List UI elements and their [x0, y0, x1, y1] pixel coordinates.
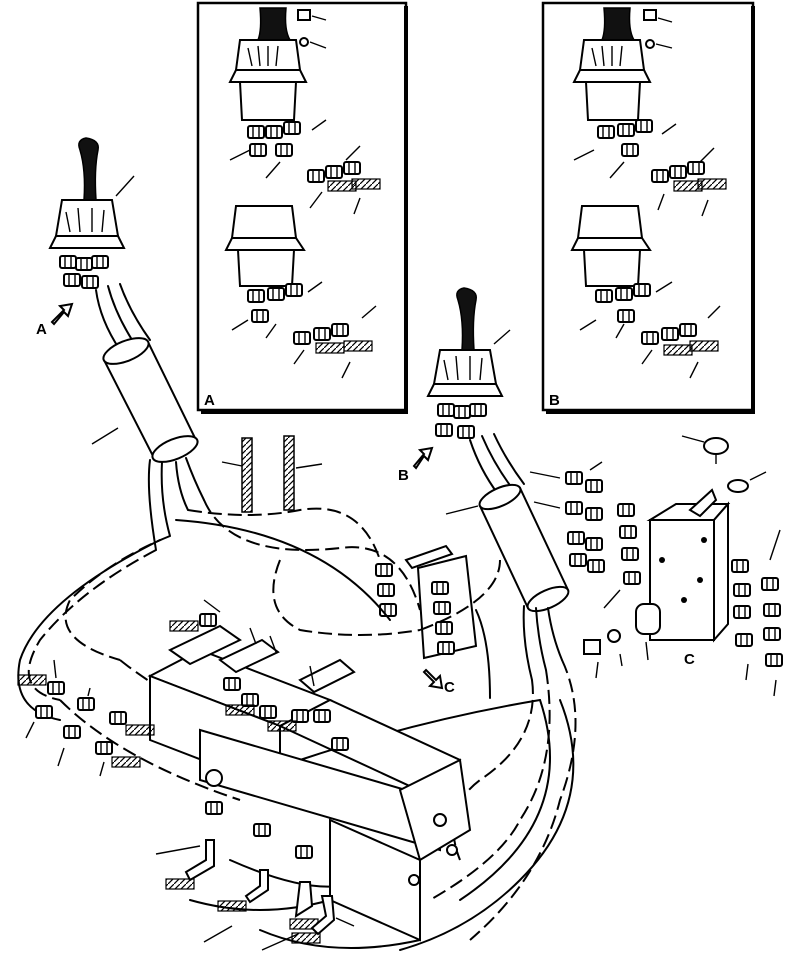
- detail-a-label: A: [204, 392, 215, 409]
- left-joystick-assembly: A: [36, 137, 205, 551]
- pilot-valve-block: C: [375, 544, 491, 699]
- block-c-label: C: [684, 651, 695, 668]
- detail-a-joystick-lower: [224, 205, 377, 379]
- main-control-valve: [147, 599, 472, 942]
- right-joystick-assembly: B: [398, 287, 570, 681]
- block-c-assembly: C: [529, 435, 783, 697]
- view-c-pointer: C: [444, 679, 455, 696]
- detail-b-label: B: [549, 392, 560, 409]
- bottom-elbow-fittings: [155, 839, 355, 951]
- detail-b-joystick-lower: [570, 205, 721, 379]
- view-b-pointer: B: [398, 467, 409, 484]
- view-a-pointer: A: [36, 321, 47, 338]
- hose-sections: [221, 435, 323, 513]
- detail-a-joystick-upper: [228, 7, 381, 215]
- left-loose-fittings: [17, 659, 155, 777]
- detail-view-a: A: [196, 1, 408, 414]
- hydraulic-hoses: [17, 519, 575, 951]
- detail-view-b: B: [541, 1, 755, 414]
- detail-b-joystick-upper: [572, 7, 727, 217]
